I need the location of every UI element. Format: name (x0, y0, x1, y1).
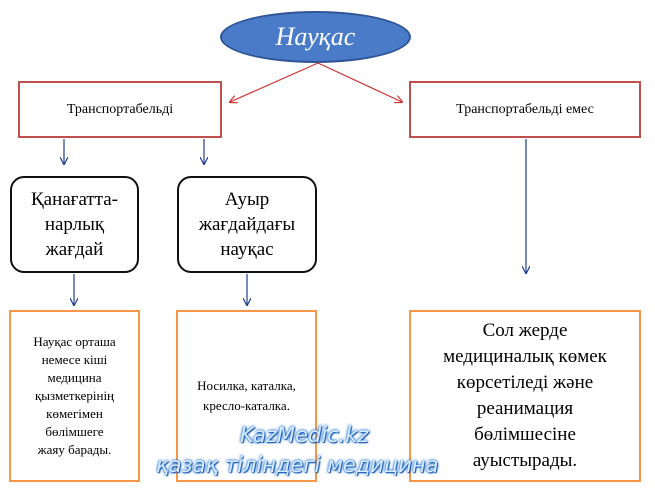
condition-severe: Ауыр жағдайдағы науқас (177, 176, 317, 273)
condition-severe-label: Ауыр жағдайдағы науқас (198, 189, 296, 260)
branch-not-transportable-label: Транспортабельді емес (456, 101, 594, 117)
watermark-site: KazMedic.kz (240, 423, 369, 447)
outcome-not-transportable-text: Сол жерде медициналық көмек көрсетіледі … (443, 320, 607, 471)
root-node: Науқас (220, 11, 411, 63)
watermark-site-text: KazMedic.kz (240, 423, 369, 447)
branch-not-transportable: Транспортабельді емес (409, 81, 641, 138)
root-label: Науқас (275, 22, 356, 51)
outcome-severe-text: Носилка, каталка, кресло-каталка. (197, 378, 296, 413)
outcome-severe: Носилка, каталка, кресло-каталка. (176, 310, 317, 482)
outcome-not-transportable: Сол жерде медициналық көмек көрсетіледі … (409, 310, 641, 482)
condition-satisfactory-label: Қанағатта- нарлық жағдай (30, 189, 119, 260)
outcome-satisfactory-text: Науқас орташа немесе кіші медицина қызме… (33, 334, 116, 457)
watermark-tagline: қазақ тіліндегі медицина (156, 453, 438, 477)
watermark-tagline-text: қазақ тіліндегі медицина (156, 453, 439, 477)
branch-transportable-label: Транспортабельді (66, 101, 174, 117)
branch-transportable: Транспортабельді (18, 81, 222, 138)
outcome-satisfactory: Науқас орташа немесе кіші медицина қызме… (9, 310, 140, 482)
arrow-root-to-transportable (230, 62, 319, 102)
arrow-root-to-not-transportable (317, 62, 402, 102)
condition-satisfactory: Қанағатта- нарлық жағдай (10, 176, 139, 273)
